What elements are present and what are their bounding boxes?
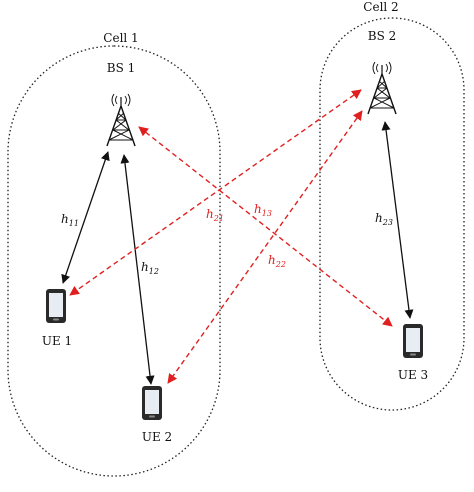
link-h22 bbox=[167, 110, 363, 384]
label-h11: h11 bbox=[61, 212, 79, 228]
label-h12: h12 bbox=[141, 260, 159, 276]
ue-1-label: UE 1 bbox=[42, 334, 72, 348]
bs-1-label: BS 1 bbox=[107, 61, 136, 75]
ue-3-label: UE 3 bbox=[398, 368, 428, 382]
phone-icon bbox=[46, 289, 66, 323]
label-h22: h22 bbox=[268, 253, 286, 269]
label-h13: h13 bbox=[254, 202, 272, 218]
cell-2-boundary bbox=[319, 17, 465, 411]
link-h11 bbox=[61, 151, 110, 284]
link-h21 bbox=[69, 89, 362, 296]
bs-2-label: BS 2 bbox=[368, 29, 397, 43]
tower-icon bbox=[367, 61, 397, 115]
link-h13 bbox=[138, 126, 393, 327]
phone-icon bbox=[403, 324, 423, 358]
ue-2-label: UE 2 bbox=[142, 430, 172, 444]
label-h21: h21 bbox=[206, 207, 224, 223]
label-h23: h23 bbox=[375, 211, 393, 227]
tower-icon bbox=[106, 93, 136, 147]
cell-1-boundary bbox=[7, 45, 221, 477]
cell-2-label: Cell 2 bbox=[363, 0, 398, 14]
phone-icon bbox=[142, 386, 162, 420]
cell-1-label: Cell 1 bbox=[103, 31, 138, 45]
